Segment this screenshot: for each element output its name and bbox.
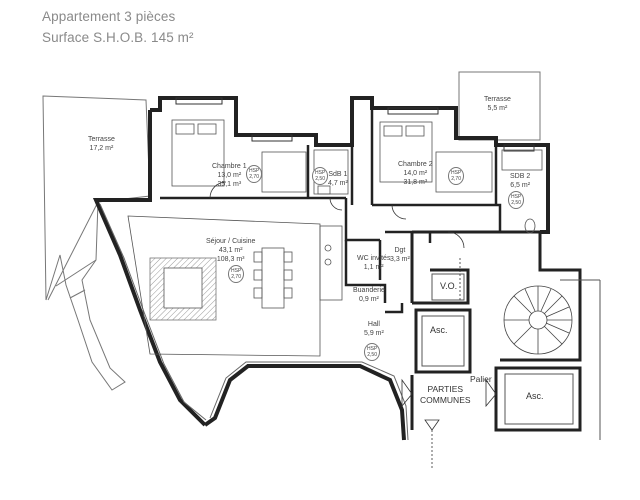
label-ascenseur-2: Asc.: [524, 391, 546, 401]
label-chambre-1: Chambre 1 13,0 m² 35,1 m³: [212, 163, 247, 188]
label-wc: WC invités 1,1 m²: [357, 255, 391, 271]
doors: [209, 181, 497, 470]
label-sejour: Séjour / Cuisine 43,1 m² 108,3 m³: [206, 238, 256, 263]
plan-title: Appartement 3 pièces: [42, 9, 176, 24]
living-furniture: [127, 215, 343, 357]
label-terrasse-right: Terrasse 5,5 m²: [484, 96, 511, 112]
window-frames: [175, 97, 535, 152]
label-vo: V.O.: [438, 281, 460, 291]
bed-chambre-2: [379, 121, 493, 193]
interior-walls: [160, 108, 502, 314]
common-walls-thin: [421, 273, 601, 440]
label-parties-communes: PARTIES COMMUNES: [420, 384, 471, 405]
label-palier: Palier: [470, 374, 492, 384]
plan-subtitle: Surface S.H.O.B. 145 m²: [42, 30, 194, 45]
terrasse-right-outline: [458, 71, 541, 141]
label-hall: Hall 5,9 m²: [364, 321, 384, 337]
sdb2-fixtures: [501, 149, 543, 234]
label-sdb-1: SdB 1 4,7 m²: [328, 171, 348, 187]
label-sdb-2: SDB 2 6,5 m²: [510, 173, 531, 189]
label-terrasse-left: Terrasse 17,2 m²: [88, 136, 115, 152]
common-walls: [410, 230, 582, 432]
facade-double-line: [99, 203, 409, 441]
label-ascenseur-1: Asc.: [428, 325, 450, 335]
label-dgt: Dgt 3,3 m²: [390, 247, 410, 263]
spiral-staircase: [503, 285, 573, 355]
bed-chambre-1: [171, 119, 307, 193]
label-buanderie: Buanderie 0,9 m²: [353, 287, 385, 303]
label-chambre-2: Chambre 2 14,0 m² 31,8 m³: [398, 161, 433, 186]
